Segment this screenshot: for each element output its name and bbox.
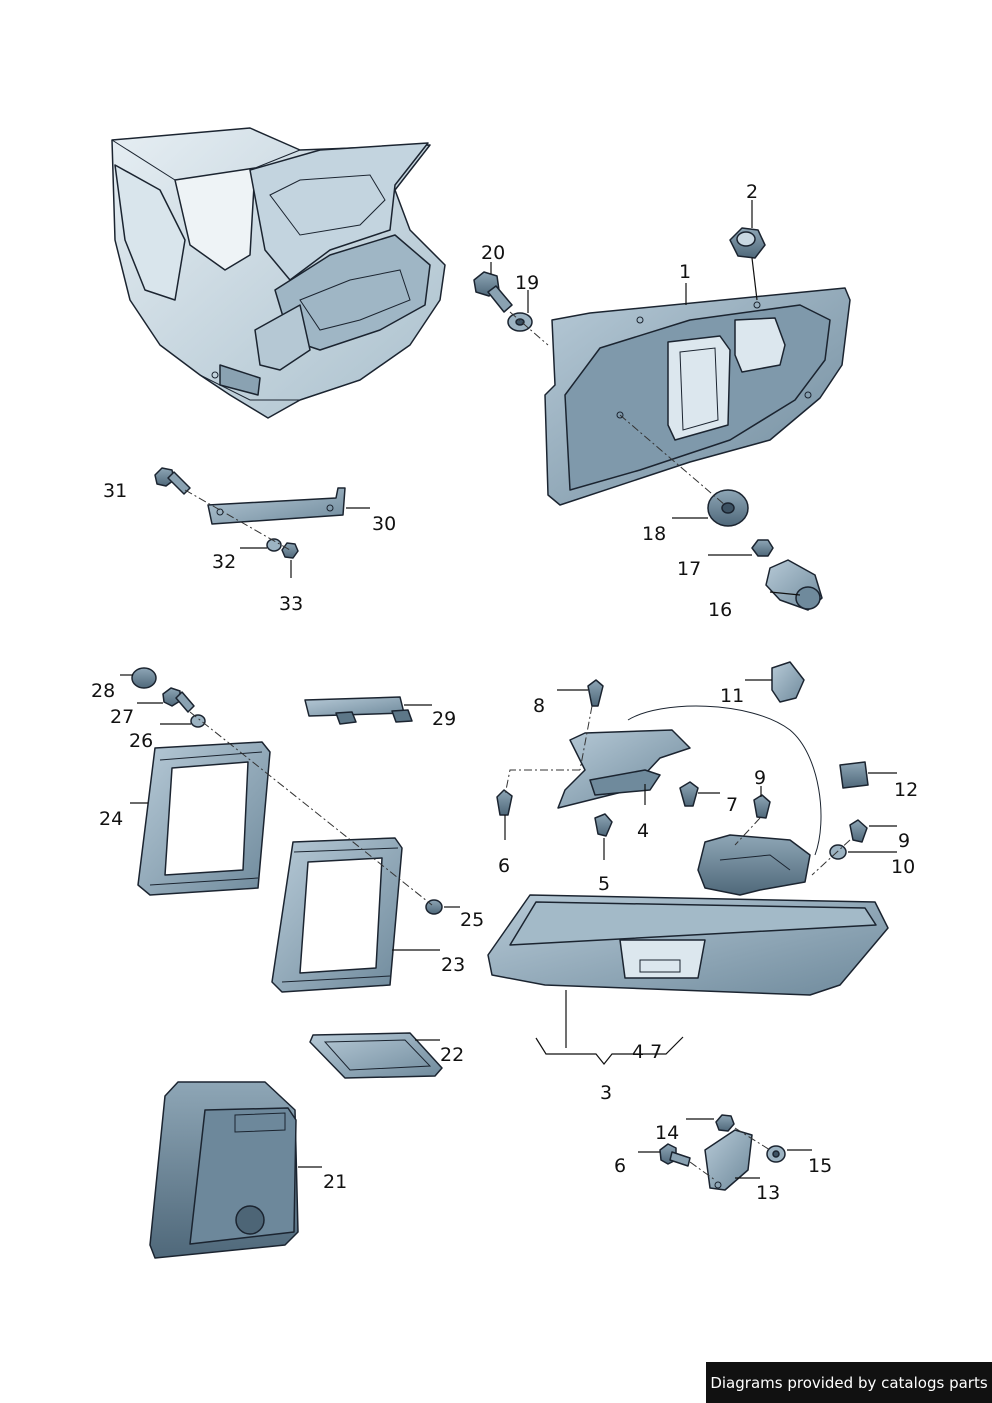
part-21-speaker-box — [149, 1081, 299, 1259]
callout-4: 4 — [637, 820, 649, 842]
callout-22: 22 — [440, 1044, 464, 1066]
callout-32: 32 — [212, 551, 236, 573]
part-28-cap — [131, 667, 157, 689]
part-1-trunk-lid-trim-panel — [544, 287, 851, 506]
callout-14: 14 — [655, 1122, 679, 1144]
lock-mechanism — [697, 834, 811, 896]
callout-23: 23 — [441, 954, 465, 976]
part-7-screw — [679, 781, 699, 807]
callout-21: 21 — [323, 1171, 347, 1193]
callout-30: 30 — [372, 513, 396, 535]
callout-19: 19 — [515, 272, 539, 294]
callout-labels: 1 2 20 19 18 17 16 31 30 32 33 28 27 26 … — [91, 181, 918, 1204]
car-rear-overview — [111, 127, 446, 419]
callout-8: 8 — [533, 695, 545, 717]
part-15-washer — [766, 1145, 786, 1163]
part-3-trunk-lid-cover — [487, 894, 889, 996]
part-13-bracket — [704, 1129, 753, 1191]
callout-29: 29 — [432, 708, 456, 730]
callout-15: 15 — [808, 1155, 832, 1177]
callout-3: 3 — [600, 1082, 612, 1104]
footer-credit: Diagrams provided by catalogs parts — [706, 1362, 992, 1403]
part-8-screw — [587, 679, 604, 707]
callout-20: 20 — [481, 242, 505, 264]
callout-7: 7 — [726, 794, 738, 816]
cable — [627, 705, 822, 856]
part-23-frame — [271, 837, 403, 993]
callout-9-lower: 9 — [898, 830, 910, 852]
part-11-clip — [771, 661, 805, 703]
callout-24: 24 — [99, 808, 123, 830]
callout-3-note: 4 7 — [632, 1041, 662, 1063]
part-22-grille — [309, 1032, 443, 1079]
part-14-nut — [715, 1114, 735, 1132]
part-31-bolt — [154, 467, 191, 495]
part-19-washer — [507, 312, 533, 332]
part-27-bolt — [162, 687, 195, 713]
part-2-plug — [729, 227, 766, 259]
callout-13: 13 — [756, 1182, 780, 1204]
part-10-washer — [829, 844, 847, 860]
callout-27: 27 — [110, 706, 134, 728]
callout-6-upper: 6 — [498, 855, 510, 877]
callout-17: 17 — [677, 558, 701, 580]
part-29-clip — [304, 696, 413, 725]
part-33-nut — [281, 542, 299, 559]
part-12-pad — [839, 761, 869, 789]
callout-1: 1 — [679, 261, 691, 283]
leader-lines — [120, 200, 897, 1181]
callout-10: 10 — [891, 856, 915, 878]
callout-16: 16 — [708, 599, 732, 621]
part-26-washer — [190, 714, 206, 728]
part-5-screw — [594, 813, 613, 837]
callout-33: 33 — [279, 593, 303, 615]
callout-11: 11 — [720, 685, 744, 707]
part-30-bracket — [207, 487, 346, 525]
part-16-buffer — [765, 559, 823, 611]
part-17-nut — [751, 539, 774, 557]
part-32-washer — [266, 538, 282, 552]
callout-31: 31 — [103, 480, 127, 502]
callout-18: 18 — [642, 523, 666, 545]
callout-6-lower: 6 — [614, 1155, 626, 1177]
callout-2: 2 — [746, 181, 758, 203]
callout-26: 26 — [129, 730, 153, 752]
callout-12: 12 — [894, 779, 918, 801]
part-9-screw — [753, 794, 868, 843]
callout-25: 25 — [460, 909, 484, 931]
part-20-bolt — [473, 271, 513, 313]
part-4-handle — [557, 729, 691, 809]
callout-5: 5 — [598, 873, 610, 895]
callout-9-upper: 9 — [754, 767, 766, 789]
part-6-screw — [496, 789, 513, 816]
callout-28: 28 — [91, 680, 115, 702]
part-24-frame — [137, 741, 271, 896]
part-6-bolt — [659, 1143, 691, 1167]
